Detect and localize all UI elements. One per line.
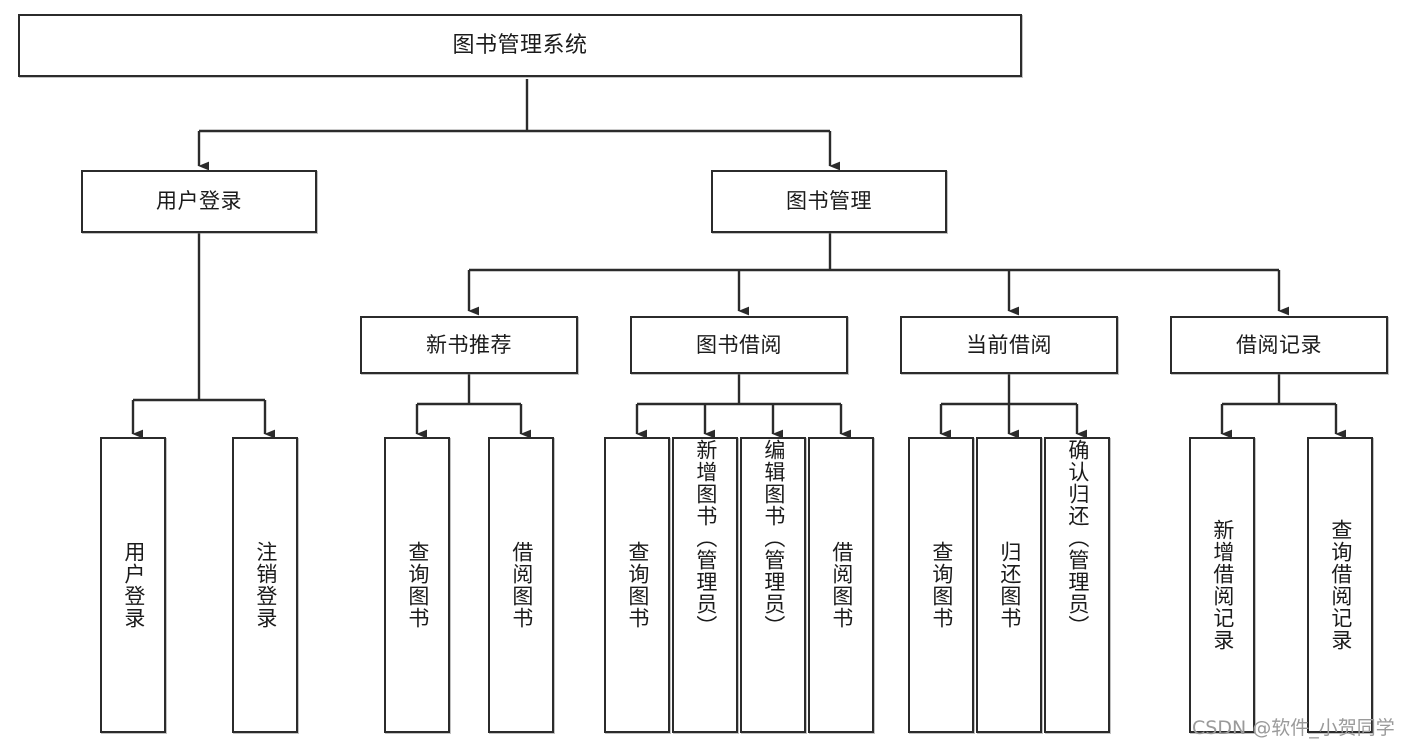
node-label: 新增借阅记录: [1210, 519, 1235, 651]
leaf-query-book-current[interactable]: 查询图书: [908, 437, 974, 733]
node-label: 新书推荐: [426, 332, 512, 357]
leaf-borrow-book-recommend[interactable]: 借阅图书: [488, 437, 554, 733]
node-borrow-records[interactable]: 借阅记录: [1170, 316, 1388, 374]
node-label: 图书借阅: [696, 332, 782, 357]
leaf-borrow-book[interactable]: 借阅图书: [808, 437, 874, 733]
node-label: 用户登录: [121, 541, 146, 629]
node-label: 编辑图书（管理员）: [761, 439, 786, 637]
node-root-book-management-system[interactable]: 图书管理系统: [18, 14, 1022, 77]
leaf-return-book[interactable]: 归还图书: [976, 437, 1042, 733]
leaf-user-login[interactable]: 用户登录: [100, 437, 166, 733]
leaf-query-borrow-record[interactable]: 查询借阅记录: [1307, 437, 1373, 733]
node-book-borrow[interactable]: 图书借阅: [630, 316, 848, 374]
node-label: 新增图书（管理员）: [693, 439, 718, 637]
leaf-edit-book-admin[interactable]: 编辑图书（管理员）: [740, 437, 806, 733]
node-label: 查询图书: [405, 541, 430, 629]
leaf-add-book-admin[interactable]: 新增图书（管理员）: [672, 437, 738, 733]
node-user-login[interactable]: 用户登录: [81, 170, 317, 233]
node-label: 借阅记录: [1236, 332, 1322, 357]
leaf-query-book-borrow[interactable]: 查询图书: [604, 437, 670, 733]
node-label: 确认归还（管理员）: [1065, 439, 1090, 637]
node-label: 查询图书: [625, 541, 650, 629]
node-label: 借阅图书: [829, 541, 854, 629]
leaf-user-logout[interactable]: 注销登录: [232, 437, 298, 733]
node-label: 归还图书: [997, 541, 1022, 629]
node-label: 查询图书: [929, 541, 954, 629]
node-new-book-recommend[interactable]: 新书推荐: [360, 316, 578, 374]
node-label: 图书管理系统: [452, 32, 588, 58]
node-label: 注销登录: [253, 541, 278, 629]
node-label: 借阅图书: [509, 541, 534, 629]
node-label: 用户登录: [156, 189, 242, 214]
csdn-watermark: CSDN @软件_小贺同学: [1192, 717, 1395, 739]
leaf-query-book-recommend[interactable]: 查询图书: [384, 437, 450, 733]
node-label: 图书管理: [786, 189, 872, 214]
leaf-add-borrow-record[interactable]: 新增借阅记录: [1189, 437, 1255, 733]
node-label: 当前借阅: [966, 332, 1052, 357]
leaf-confirm-return-admin[interactable]: 确认归还（管理员）: [1044, 437, 1110, 733]
node-book-management[interactable]: 图书管理: [711, 170, 947, 233]
node-current-borrow[interactable]: 当前借阅: [900, 316, 1118, 374]
node-label: 查询借阅记录: [1328, 519, 1353, 651]
